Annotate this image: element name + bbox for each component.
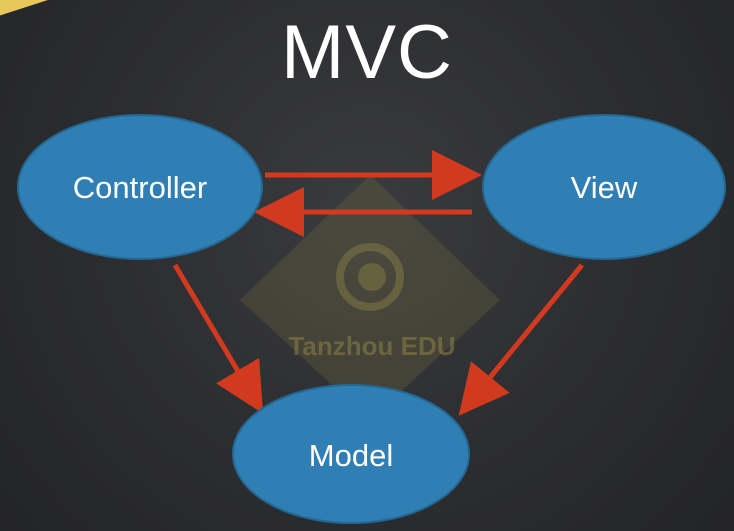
watermark-text: Tanzhou EDU: [288, 331, 455, 361]
model-ellipse: [232, 384, 470, 524]
watermark: Tanzhou EDU: [240, 175, 500, 420]
watermark-diamond: [240, 175, 500, 420]
watermark-moon-icon: [358, 263, 386, 291]
arrow-view-to-model: [458, 263, 584, 416]
controller-label: Controller: [73, 170, 207, 205]
node-model: Model: [232, 384, 470, 524]
slide-title: MVC: [281, 10, 453, 95]
controller-ellipse: [17, 114, 263, 260]
view-label: View: [571, 170, 638, 205]
node-view: View: [482, 114, 726, 260]
view-ellipse: [482, 114, 726, 260]
arrow-controller-to-model: [172, 263, 264, 414]
node-controller: Controller: [17, 114, 263, 260]
watermark-logo-icon: [336, 243, 404, 311]
model-label: Model: [309, 438, 393, 473]
